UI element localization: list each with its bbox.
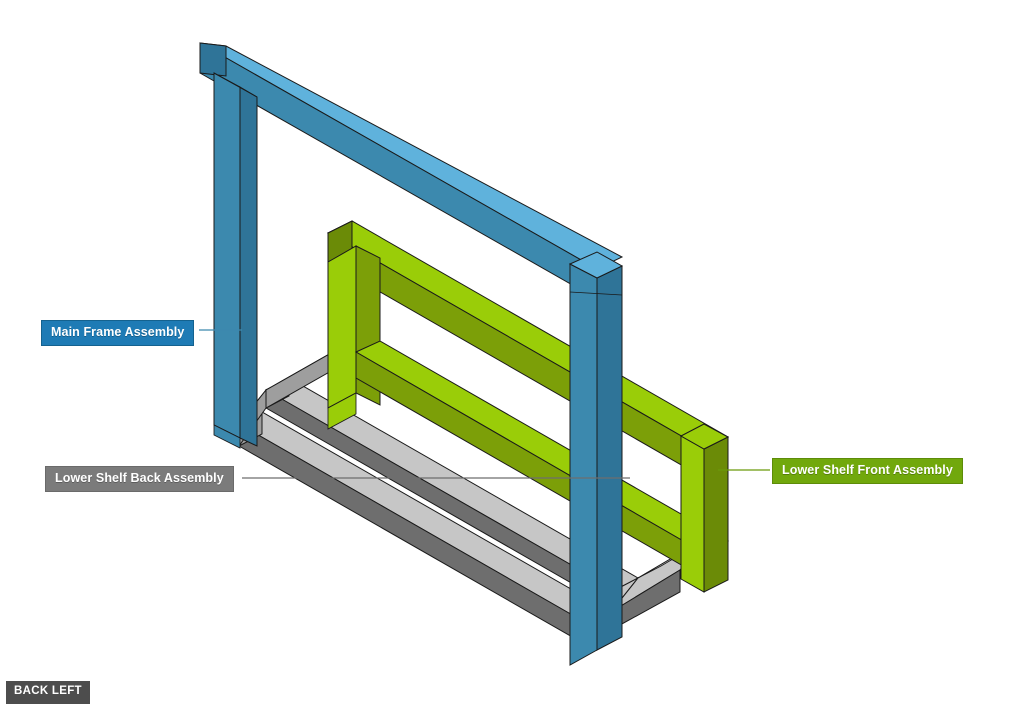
green-left-leg-lower bbox=[327, 392, 357, 430]
view-orientation-tag: BACK LEFT bbox=[6, 681, 90, 704]
leader-lines bbox=[199, 329, 770, 479]
callout-lower-shelf-back-assembly[interactable]: Lower Shelf Back Assembly bbox=[45, 466, 234, 492]
callout-main-frame-assembly[interactable]: Main Frame Assembly bbox=[41, 320, 195, 346]
main-frame-assembly[interactable] bbox=[199, 42, 624, 666]
green-right-leg bbox=[679, 423, 730, 593]
callout-lower-shelf-front-assembly[interactable]: Lower Shelf Front Assembly bbox=[772, 458, 963, 484]
blue-left-post bbox=[213, 72, 258, 449]
blue-right-post bbox=[568, 251, 624, 666]
